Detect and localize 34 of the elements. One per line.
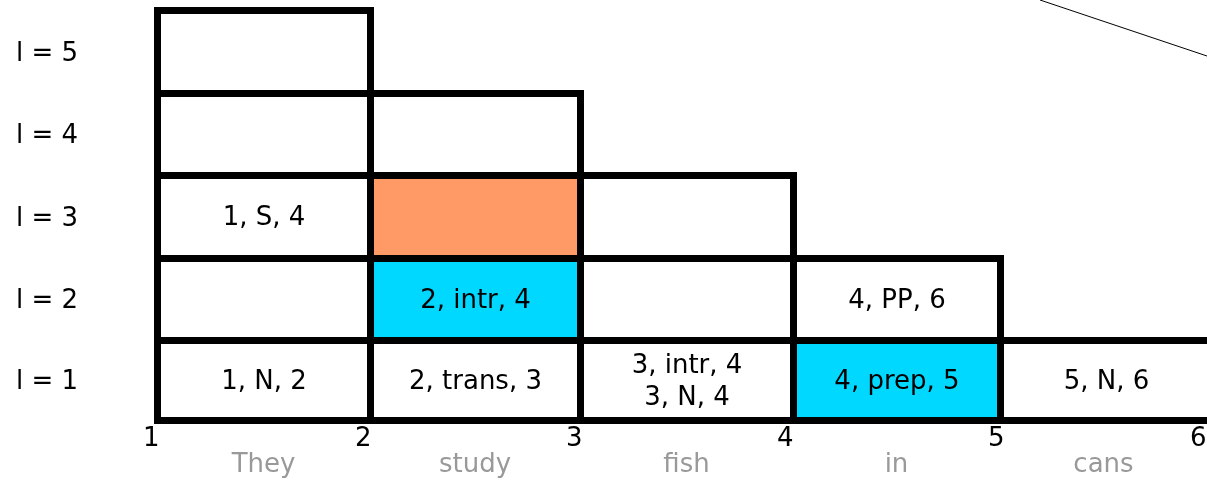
word-label: in [884, 450, 909, 476]
position-number: 2 [355, 424, 372, 450]
cell-text: 2, intr, 4 [420, 283, 531, 316]
chart-cell [790, 337, 997, 424]
chart-cell [367, 337, 577, 424]
word-label: They [231, 450, 296, 476]
position-number: 4 [777, 424, 794, 450]
chart-cell [154, 337, 367, 424]
cell-text: 5, N, 6 [1063, 364, 1150, 397]
cell-text: 4, prep, 5 [834, 364, 960, 397]
cell-text: 3, N, 4 [644, 380, 730, 412]
chart-cell [577, 337, 790, 424]
word-label: cans [1073, 450, 1134, 476]
position-number: 5 [988, 424, 1005, 450]
word-label: study [438, 450, 512, 476]
level-label: l = 4 [16, 121, 79, 147]
cell-text: 3, intr, 4 [631, 349, 743, 381]
position-number: 1 [143, 424, 160, 450]
cell-text: 4, PP, 6 [848, 283, 946, 316]
position-number: 3 [566, 424, 583, 450]
cell-text: 1, N, 2 [221, 364, 307, 397]
chart-cell [790, 255, 1004, 337]
cell-text: 2, trans, 3 [409, 364, 542, 397]
chart-cell [367, 255, 577, 337]
position-number: 6 [1190, 424, 1207, 450]
level-label: l = 3 [16, 203, 79, 230]
level-label: l = 1 [16, 367, 79, 393]
word-label: fish [663, 450, 710, 476]
chart-cell [154, 172, 367, 255]
level-label: l = 2 [16, 286, 79, 312]
level-label: l = 5 [16, 38, 79, 65]
cell-text: 1, S, 4 [222, 201, 306, 233]
chart-cell [997, 337, 1207, 424]
empty-cell [154, 7, 374, 90]
